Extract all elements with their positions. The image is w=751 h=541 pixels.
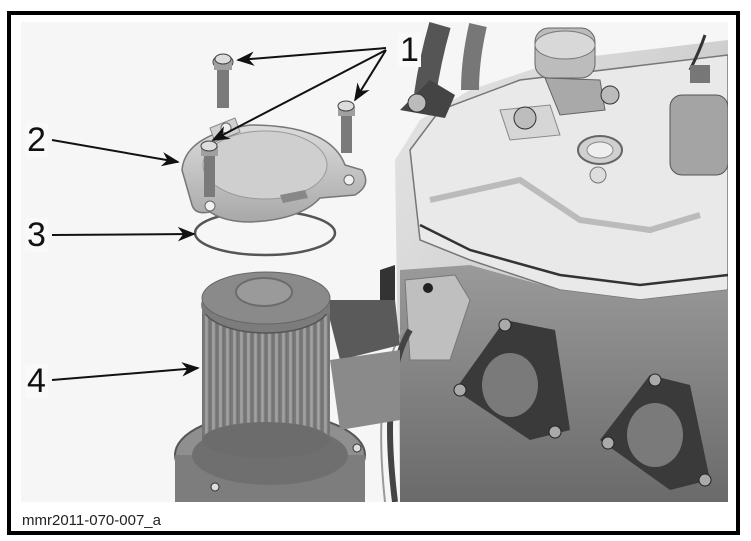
engine-drawing <box>51 22 728 502</box>
callout-3: 3 <box>25 216 48 254</box>
screw-right <box>337 100 355 153</box>
screw-top <box>212 53 234 108</box>
oil-filter <box>201 271 331 458</box>
figure-caption: mmr2011-070-007_a <box>22 512 161 529</box>
callout-1: 1 <box>398 31 421 69</box>
exhaust-flange-2 <box>600 373 712 490</box>
exhaust-flange-1 <box>453 318 570 440</box>
callout-4: 4 <box>25 362 48 400</box>
engine-block <box>380 22 728 502</box>
screws <box>200 53 355 197</box>
leader-lines <box>51 47 387 381</box>
callout-2: 2 <box>25 121 48 159</box>
screw-installed <box>200 140 218 197</box>
engine-illustration: 1 2 3 4 <box>21 22 728 502</box>
